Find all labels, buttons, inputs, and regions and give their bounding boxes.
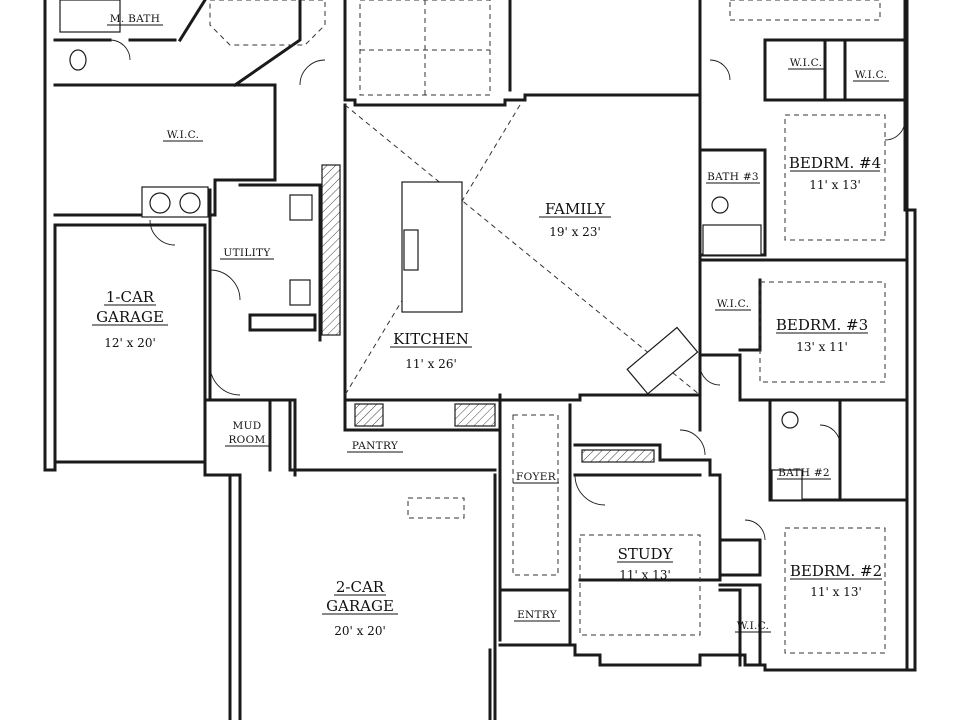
bath2-tub: [771, 469, 803, 501]
interior-walls: [53, 0, 907, 667]
pantry-label: PANTRY: [352, 440, 399, 452]
garage2-dim: 20' x 20': [334, 624, 386, 638]
garage2-label-line1: 2-CAR: [336, 578, 385, 596]
garage1-label-line1: 1-CAR: [106, 288, 155, 306]
garage2-label-line2: GARAGE: [326, 597, 394, 615]
dryer: [289, 194, 313, 221]
toilet-icon: [69, 49, 87, 71]
bedrm3-label: BEDRM. #3: [776, 316, 868, 334]
room-labels: M. BATH W.I.C. W.I.C. W.I.C. 1-CAR GARAG…: [92, 13, 889, 638]
exterior-walls: [43, 0, 917, 720]
wic-master-label: W.I.C.: [167, 129, 200, 141]
sink-icon: [149, 192, 171, 214]
toilet-icon: [711, 196, 729, 214]
pantry-counter: [454, 403, 496, 427]
kitchen-dim: 11' x 26': [405, 357, 457, 371]
kitchen-label: KITCHEN: [393, 330, 469, 348]
wic-b3-label: W.I.C.: [717, 298, 750, 310]
door-swings: [109, 39, 906, 541]
bath3-label: BATH #3: [707, 171, 759, 183]
garage1-dim: 12' x 20': [104, 336, 156, 350]
bedrm4-label: BEDRM. #4: [789, 154, 881, 172]
fixtures: [59, 0, 803, 501]
study-dim: 11' x 13': [619, 568, 671, 582]
garage1-label-line2: GARAGE: [96, 308, 164, 326]
shower: [702, 224, 762, 256]
kitchen-counter: [321, 164, 341, 336]
wic-top2-label: W.I.C.: [855, 69, 888, 81]
family-label: FAMILY: [545, 200, 606, 218]
mudroom-label-line1: MUD: [233, 420, 262, 432]
toilet-icon: [781, 411, 799, 429]
m-bath-label: M. BATH: [110, 13, 160, 25]
family-dim: 19' x 23': [549, 225, 601, 239]
washer: [289, 279, 311, 306]
foyer-label: FOYER: [516, 471, 557, 483]
entry-label: ENTRY: [517, 609, 558, 621]
mudroom-label-line2: ROOM: [228, 434, 265, 446]
utility-label: UTILITY: [223, 247, 271, 259]
wic-top1-label: W.I.C.: [790, 57, 823, 69]
kitchen-sink: [403, 229, 419, 271]
bath2-label: BATH #2: [778, 467, 830, 479]
sink-icon: [179, 192, 201, 214]
pantry-counter: [354, 403, 384, 427]
wic-b2-label: W.I.C.: [737, 620, 770, 632]
study-shelf: [581, 449, 655, 463]
bedrm2-dim: 11' x 13': [810, 585, 862, 599]
study-label: STUDY: [618, 545, 674, 563]
fireplace: [626, 326, 699, 395]
bedrm4-dim: 11' x 13': [809, 178, 861, 192]
master-tub: [59, 0, 121, 33]
dashed-lines: [209, 0, 886, 654]
bedrm2-label: BEDRM. #2: [790, 562, 882, 580]
bedrm3-dim: 13' x 11': [796, 340, 848, 354]
